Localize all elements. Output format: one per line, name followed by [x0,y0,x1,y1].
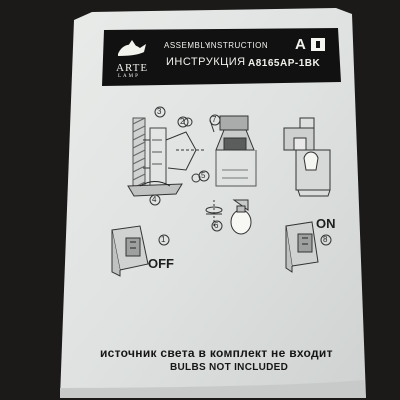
info-icon [316,41,320,48]
step-number-3: 3 [157,107,162,116]
assembly-label: ASSEMBLY [164,41,211,50]
instruktsiya-label: ИНСТРУКЦИЯ [166,56,246,68]
brand-letter: A [295,36,306,53]
step-number-5: 5 [201,171,206,180]
step-number-6: 6 [214,221,219,230]
step-number-4: 4 [152,195,157,204]
arte-lamp-logo-icon [118,40,146,56]
switch-off-label: OFF [148,256,174,271]
step-number-8: 8 [323,235,328,244]
step-number-1: 1 [161,235,166,244]
switch-on-label: ON [316,216,336,231]
brand-sub: LAMP [118,74,140,79]
switch-box-on-diagram [285,221,332,273]
step-number-2: 2 [180,117,185,126]
footer-russian-text: источник света в комплект не входит [100,346,333,360]
header-band: ARTE LAMP [106,34,356,80]
wall-mount-diagram [127,106,210,206]
lamp-shade-diagram [209,114,257,187]
instruction-label: INSTRUCTION [208,41,269,50]
model-number: A8165AP-1BK [248,58,321,69]
step-number-7: 7 [212,115,217,124]
fixture-bulb-diagram [283,117,331,197]
switch-box-off-diagram [111,225,170,277]
footer-english-text: BULBS NOT INCLUDED [170,362,289,373]
brand-name: ARTE [116,62,149,74]
bulb-install-diagram [205,199,252,235]
